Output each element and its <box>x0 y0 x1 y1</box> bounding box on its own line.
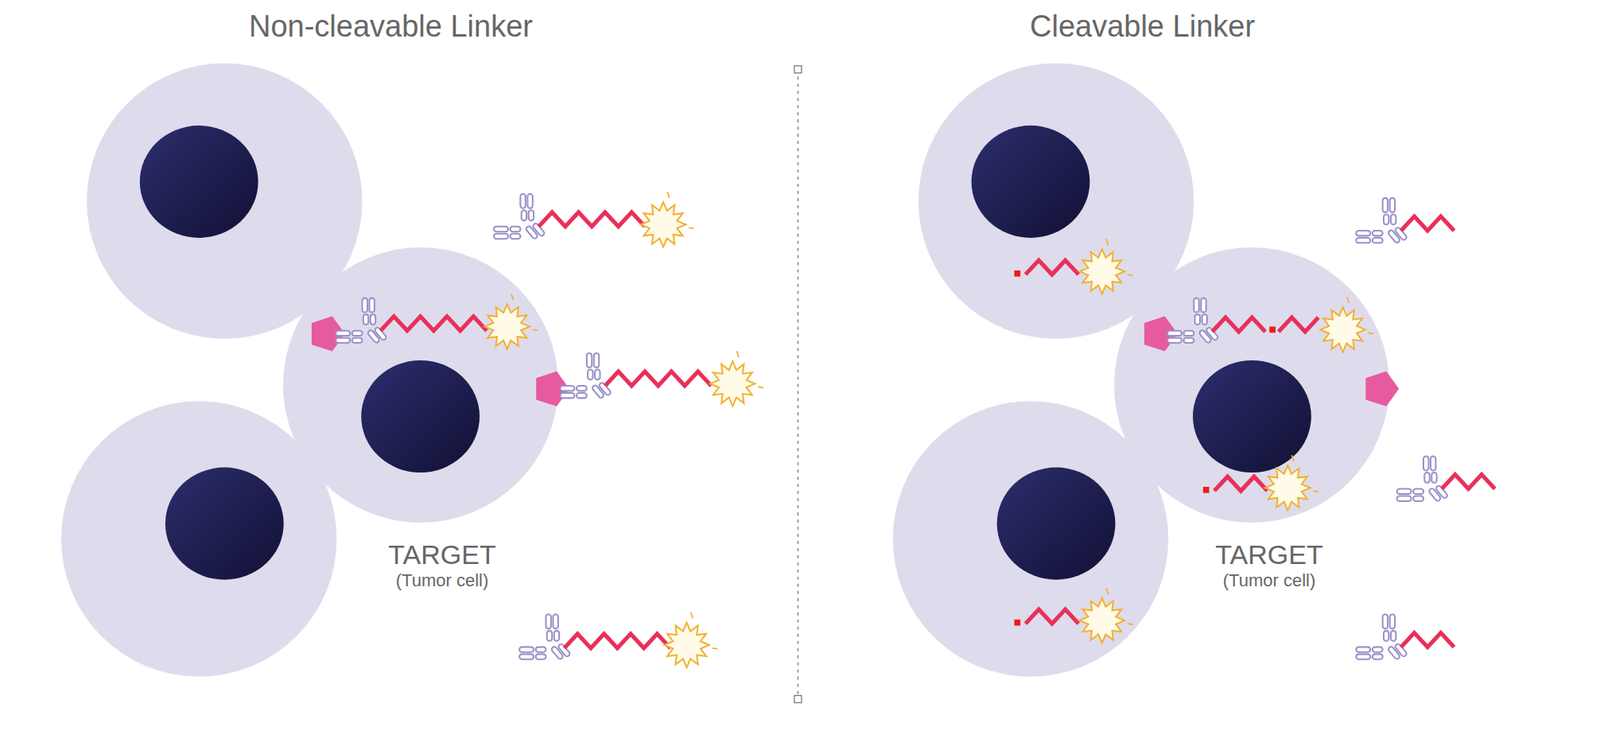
linker-chain <box>1214 476 1268 491</box>
cell-body <box>283 247 559 523</box>
burst-tick <box>1291 454 1294 462</box>
linker-chain <box>1441 474 1496 490</box>
burst-tick <box>688 227 694 229</box>
cleavage-site <box>1013 270 1021 277</box>
payload-burst <box>710 361 755 406</box>
payload-burst <box>485 303 530 349</box>
linker-chain <box>539 212 645 227</box>
antibody <box>559 353 612 399</box>
linker-chain <box>1401 632 1455 647</box>
burst-tick <box>712 648 718 649</box>
nucleus <box>997 467 1116 580</box>
nucleus <box>971 125 1091 238</box>
burst-tick <box>1106 238 1109 245</box>
burst-tick <box>511 293 514 300</box>
payload-burst <box>1079 598 1125 643</box>
antigen <box>1144 316 1178 352</box>
divider-handle <box>794 66 802 74</box>
burst-tick <box>1106 587 1109 595</box>
burst-tick <box>757 386 763 388</box>
payload-burst <box>640 201 686 247</box>
antibody <box>1355 198 1408 244</box>
nucleus <box>1192 360 1312 473</box>
antibody <box>1167 298 1220 344</box>
target-cell: TARGET(Tumor cell) <box>283 247 559 523</box>
nucleus <box>361 360 480 473</box>
panel-heading: Non-cleavable Linker <box>248 9 533 44</box>
cell-sublabel: (Tumor cell) <box>1131 569 1407 593</box>
linker-chain <box>605 371 711 386</box>
antigen <box>535 371 570 407</box>
linker-chain <box>380 316 487 331</box>
antibody <box>335 298 388 344</box>
burst-tick <box>532 329 538 331</box>
neighbor-cell <box>61 400 337 676</box>
linker-chain <box>564 633 671 649</box>
payload-burst <box>1079 248 1125 294</box>
antibody <box>1355 613 1408 660</box>
antibody <box>519 613 571 660</box>
cell-outline <box>283 247 559 523</box>
antigen <box>1365 371 1399 407</box>
payload-burst <box>1320 306 1365 352</box>
nucleus <box>139 125 259 238</box>
divider-handle <box>794 695 802 703</box>
cleavage-site <box>1013 619 1021 626</box>
cell-caption: TARGET(Tumor cell) <box>1131 539 1407 593</box>
burst-tick <box>1347 296 1350 303</box>
burst-tick <box>1127 274 1133 276</box>
cell-body <box>1114 247 1390 523</box>
payload-burst <box>1265 465 1310 510</box>
burst-tick <box>1312 490 1318 492</box>
cleavage-site <box>1203 486 1210 494</box>
target-cell: TARGET(Tumor cell) <box>1114 247 1390 523</box>
burst-tick <box>1127 623 1133 625</box>
antibody <box>493 194 546 240</box>
burst-tick <box>667 191 670 199</box>
cell-label: TARGET <box>304 539 580 570</box>
burst-tick <box>1368 332 1374 334</box>
linker-chain <box>1025 609 1080 624</box>
cell-caption: TARGET(Tumor cell) <box>304 539 580 593</box>
divider-line <box>796 69 799 700</box>
burst-tick <box>736 350 739 358</box>
linker-chain <box>1211 317 1266 332</box>
cell-label: TARGET <box>1131 539 1407 570</box>
nucleus <box>165 467 284 580</box>
cell-sublabel: (Tumor cell) <box>304 569 580 593</box>
linker-chain <box>1025 260 1080 275</box>
linker-chain <box>1278 317 1319 332</box>
antibody <box>1397 455 1449 501</box>
linker-chain <box>1401 216 1455 231</box>
cell-outline <box>1114 247 1390 523</box>
panel-heading: Cleavable Linker <box>1029 9 1255 44</box>
payload-burst <box>664 622 709 668</box>
burst-tick <box>691 612 694 619</box>
antigen <box>311 316 346 352</box>
cleavage-site <box>1269 326 1276 334</box>
